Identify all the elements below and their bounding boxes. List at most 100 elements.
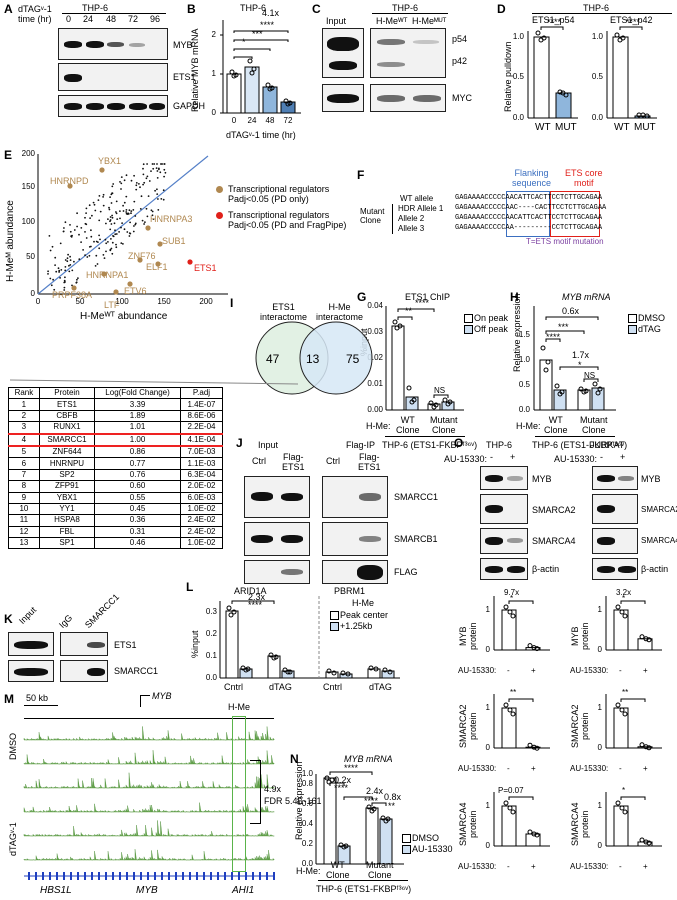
l-xt-4: dTAG (369, 682, 392, 692)
scatter-point (86, 256, 89, 258)
m-gene-hbs1l: HBS1L (40, 885, 72, 896)
panel-label-j: J (236, 436, 243, 450)
svg-text:1.0: 1.0 (592, 32, 604, 41)
gene-exon (105, 872, 107, 880)
svg-text:0: 0 (486, 743, 491, 752)
scatter-point (146, 175, 149, 178)
e-legend-dot-both (216, 212, 223, 219)
table-cell: 4 (8, 432, 40, 447)
svg-text:24: 24 (248, 116, 257, 125)
scatter-point (69, 264, 72, 266)
o-quant-plus: + (643, 764, 648, 773)
l-legend-center: Peak center (340, 610, 389, 620)
m-cond-dmso: DMSO (8, 733, 18, 760)
d-sig-p54: **** (547, 17, 562, 27)
scatter-point (98, 247, 101, 250)
scatter-point (111, 241, 114, 244)
d-xt-mut-2: MUT (634, 122, 656, 133)
o-thp6-row-smarca2: SMARCA2 (532, 505, 576, 515)
scatter-point (97, 199, 100, 201)
table-cell: 0.45 (94, 502, 181, 516)
n-cell: THP-6 (ETS1-FKBPᶠ³⁶ᵛ) (316, 884, 412, 894)
scatter-highlight-point (137, 257, 143, 263)
svg-text:1: 1 (486, 801, 491, 810)
d-xt-wt-1: WT (535, 122, 551, 133)
table-cell: RUNX1 (38, 421, 96, 435)
scatter-point (69, 259, 72, 261)
scatter-point (93, 203, 96, 206)
scatter-point (135, 188, 138, 191)
scatter-point (142, 183, 144, 186)
gene-exon (35, 872, 37, 880)
scatter-point (118, 231, 120, 233)
a-cell-label: THP-6 (82, 3, 109, 13)
gene-exon (49, 872, 51, 880)
o-quant-ylabel: SMARCA2 protein (570, 704, 590, 748)
scatter-point (69, 224, 71, 226)
scatter-point (108, 206, 110, 209)
table-cell: 6 (8, 457, 40, 470)
scatter-point (98, 195, 101, 197)
o-plus-1: + (510, 452, 516, 462)
o-thp6-row-actin: β-actin (532, 564, 560, 574)
h-cell: THP-6 (ETS1-FKBPᶠ³⁶ᵛ) (532, 440, 628, 450)
scatter-highlight-point (99, 167, 105, 173)
g-group-wt: WT Clone (396, 415, 420, 435)
scatter-highlight-point (127, 281, 133, 287)
scatter-point (111, 216, 114, 219)
scatter-point (129, 221, 131, 224)
svg-text:0.6: 0.6 (302, 799, 314, 808)
scatter-point (150, 209, 153, 212)
scatter-point (68, 270, 71, 273)
table-cell: YY1 (38, 502, 96, 516)
m-fdr: FDR 5.4E-161 (264, 796, 322, 806)
svg-text:0: 0 (598, 841, 603, 850)
table-cell: 1.0E-02 (179, 502, 224, 516)
panel-label-h: H (510, 290, 519, 304)
g-legend-on: On peak (474, 313, 509, 323)
scatter-point (103, 257, 106, 259)
scatter-point (120, 226, 122, 229)
j-row-smarcc1: SMARCC1 (394, 492, 439, 502)
o-quant-sig: ** (510, 688, 517, 697)
n-sig-2: **** (334, 783, 349, 793)
o-quant-plus: + (531, 862, 536, 871)
o-quant-fold: 3.2x (616, 588, 632, 597)
scatter-point (158, 167, 160, 170)
scatter-point (73, 229, 76, 231)
scatter-point (130, 210, 133, 212)
m-cond-dtag: dTAGᵛ-1 (8, 822, 18, 856)
gene-exon (63, 872, 65, 880)
f-seq-1: GAGAAAACCCCCAAC----CACTTCCTCTTGCAGAA (455, 204, 607, 212)
scatter-point (130, 179, 133, 182)
c-blot-input-myc (322, 84, 364, 112)
m-ruler (24, 710, 274, 719)
e-label-hnrnpa3: HNRNPA3 (150, 214, 193, 224)
scatter-point (157, 209, 160, 211)
scatter-point (114, 233, 117, 236)
scatter-point (125, 209, 128, 211)
e-label-hnrnpa1: HNRNPA1 (86, 270, 129, 280)
table-cell: 6.0E-03 (179, 491, 224, 504)
gene-exon (259, 872, 261, 880)
f-wt-seq: GAGAAAACCCCCAACATTCACTTCCTCTTGCAGAA (455, 194, 603, 202)
scatter-point (146, 163, 148, 165)
o-quant-minus: - (507, 862, 510, 871)
table-cell: 2.2E-04 (179, 421, 224, 435)
scatter-point (141, 219, 144, 222)
k-blot-ip-smarcc1 (60, 660, 108, 682)
svg-text:1: 1 (598, 703, 603, 712)
scatter-point (139, 186, 141, 189)
scatter-point (120, 176, 123, 178)
table-cell: 8 (8, 480, 40, 493)
n-group-mut: Mutant Clone (366, 860, 394, 880)
d-xt-mut-1: MUT (555, 122, 577, 133)
scatter-point (150, 170, 152, 172)
table-cell: SP2 (38, 468, 96, 482)
i-count-ab: 13 (306, 352, 320, 366)
